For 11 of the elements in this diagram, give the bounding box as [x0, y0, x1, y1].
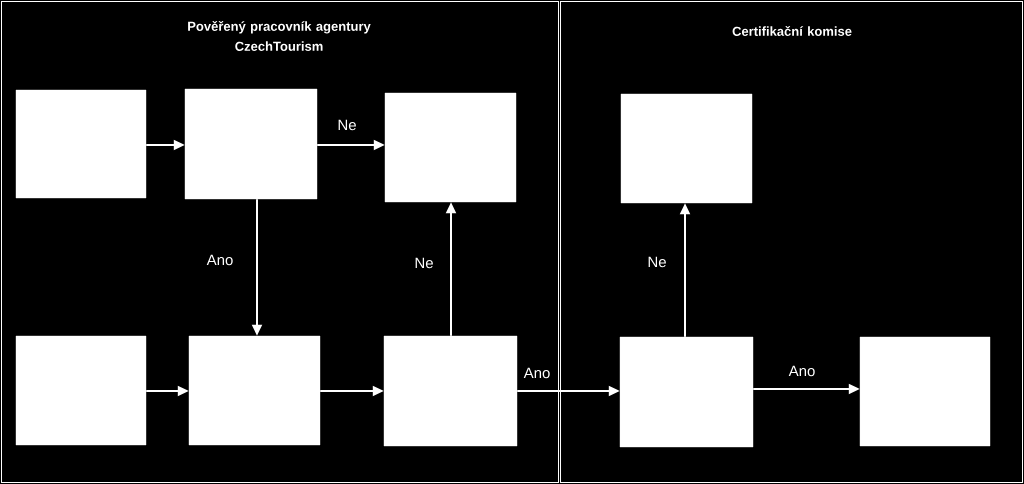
process-box	[15, 89, 147, 199]
lane-heading: Pověřený pracovník agentury CzechTourism	[188, 21, 371, 51]
lane-heading: Certifikační komise	[732, 26, 852, 36]
process-box	[619, 336, 754, 448]
process-box	[620, 93, 753, 204]
process-box	[859, 336, 991, 447]
process-box	[15, 335, 147, 446]
process-box	[184, 88, 318, 200]
process-box	[383, 335, 518, 447]
process-box	[188, 335, 321, 446]
process-box	[384, 92, 517, 203]
